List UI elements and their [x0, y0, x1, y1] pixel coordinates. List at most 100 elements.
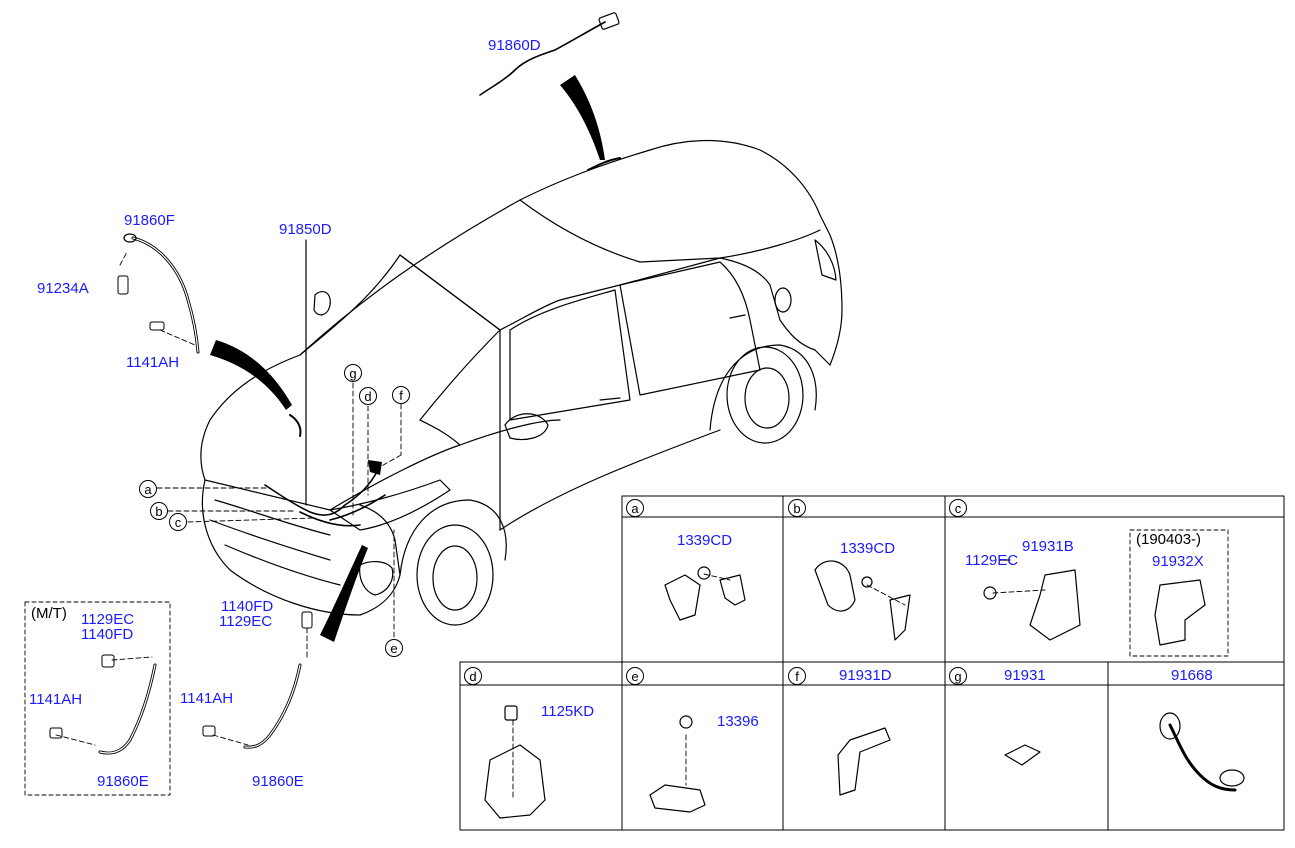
detail-g-letter: g [949, 667, 967, 685]
car-roof-outline [299, 139, 843, 366]
label-mt-1129EC[interactable]: 1129EC [81, 611, 135, 628]
car-rear-door [619, 261, 761, 396]
detail-c-new-part[interactable]: 91932X [1152, 553, 1204, 570]
mt-title: (M/T) [31, 605, 67, 622]
car-rear-wheel [726, 346, 804, 444]
car-mirror-top [313, 291, 331, 316]
detail-91668-grommet [1159, 712, 1181, 740]
detail-c-letter: c [949, 499, 967, 517]
leader-mt-1141AH [55, 734, 96, 746]
detail-91668-end [1219, 769, 1245, 787]
detail-c-bolt [983, 586, 997, 600]
car-side-body [459, 257, 831, 446]
detail-a-nut [697, 566, 711, 580]
detail-b-letter: b [788, 499, 806, 517]
main-harness [264, 469, 386, 527]
detail-f-letter: f [788, 667, 806, 685]
label-91860F[interactable]: 91860F [124, 212, 175, 229]
car-fog-light [359, 561, 394, 596]
detail-d-bracket [484, 744, 546, 819]
detail-b-nut [861, 576, 873, 588]
detail-b-clip [814, 560, 911, 641]
detail-c-bracket[interactable]: 91931B [1022, 538, 1074, 555]
bolts [49, 275, 313, 739]
callout-b[interactable]: b [150, 502, 168, 520]
car-front-door [499, 289, 631, 531]
car-front-wheel [416, 524, 494, 626]
detail-a-part[interactable]: 1339CD [677, 532, 733, 549]
car-rear-wheel-arch [709, 344, 817, 431]
car-headlight [329, 479, 451, 531]
leader-c-bolt [992, 589, 1046, 594]
label-1141AH-top[interactable]: 1141AH [126, 354, 180, 371]
detail-91668-part[interactable]: 91668 [1171, 667, 1213, 684]
detail-g-part[interactable]: 91931 [1004, 667, 1046, 684]
c-new-box [1129, 529, 1229, 657]
terminal-91860F [123, 233, 137, 243]
detail-b-part[interactable]: 1339CD [840, 540, 896, 557]
cable-91860F [131, 236, 200, 354]
callout-a[interactable]: a [139, 480, 157, 498]
car-rear-wheel-hub [744, 367, 790, 429]
detail-d-bolt [504, 705, 518, 721]
connector-91860D [598, 12, 620, 30]
label-mt-1140FD[interactable]: 1140FD [81, 626, 134, 643]
pointer-wedge-ground [320, 545, 368, 642]
car-rear-lamp [814, 239, 837, 281]
roof-harness-on-car [587, 157, 621, 171]
detail-c-bolt[interactable]: 1129EC [965, 552, 1019, 569]
callout-d[interactable]: d [359, 387, 377, 405]
label-1129EC-main[interactable]: 1129EC [219, 613, 273, 630]
pointer-wedge-battery [210, 340, 292, 410]
leader-91234A [119, 251, 128, 266]
leader-a-nut [703, 573, 731, 581]
label-91860E-main[interactable]: 91860E [252, 773, 304, 790]
detail-d-letter: d [464, 667, 482, 685]
car-side-mirror [504, 413, 549, 441]
detail-table-lines [459, 495, 1285, 831]
detail-c-bracket [1029, 569, 1081, 641]
label-1140FD-main[interactable]: 1140FD [221, 598, 274, 615]
detail-f-bracket [837, 727, 891, 796]
leader-1141AH-main [212, 734, 249, 746]
label-1141AH-main[interactable]: 1141AH [180, 690, 234, 707]
leader-f2 [377, 454, 402, 469]
leader-mt-1140FD [111, 656, 153, 661]
leader-b-nut [866, 584, 906, 606]
label-91850D[interactable]: 91850D [279, 221, 332, 238]
label-mt-1141AH[interactable]: 1141AH [29, 691, 83, 708]
detail-e-clips [649, 784, 706, 813]
cable-91860E-main-inner [244, 664, 301, 748]
harness-clip-on-car [368, 460, 382, 475]
label-91860D[interactable]: 91860D [488, 37, 541, 54]
detail-c-new-bracket [1154, 579, 1206, 646]
callout-f[interactable]: f [392, 386, 410, 404]
cable-91860D [479, 21, 606, 96]
callout-c[interactable]: c [169, 513, 187, 531]
callout-g[interactable]: g [344, 364, 362, 382]
detail-e-letter: e [626, 667, 644, 685]
car-fuel-door [774, 287, 792, 313]
car-rocker [499, 429, 721, 531]
detail-d-part[interactable]: 1125KD [541, 703, 595, 720]
battery-harness-on-car [289, 414, 302, 437]
car-front-grille [209, 499, 341, 586]
callout-e[interactable]: e [385, 639, 403, 657]
detail-f-part[interactable]: 91931D [839, 667, 892, 684]
car-windshield [299, 254, 501, 421]
detail-e-part[interactable]: 13396 [717, 713, 759, 730]
leader-1141AH-top [159, 329, 196, 346]
cable-91860E-main [243, 663, 302, 749]
label-91234A[interactable]: 91234A [37, 280, 89, 297]
detail-a-letter: a [626, 499, 644, 517]
car-door-handles [599, 314, 746, 401]
cable-91860F-inner [132, 237, 199, 353]
leader-c [187, 517, 316, 523]
label-mt-91860E[interactable]: 91860E [97, 773, 149, 790]
car-front-wheel-hub [432, 545, 478, 611]
detail-91668-cable [1168, 723, 1237, 792]
detail-c-date-range: (190403-) [1136, 531, 1202, 548]
detail-e-nut [679, 715, 693, 729]
